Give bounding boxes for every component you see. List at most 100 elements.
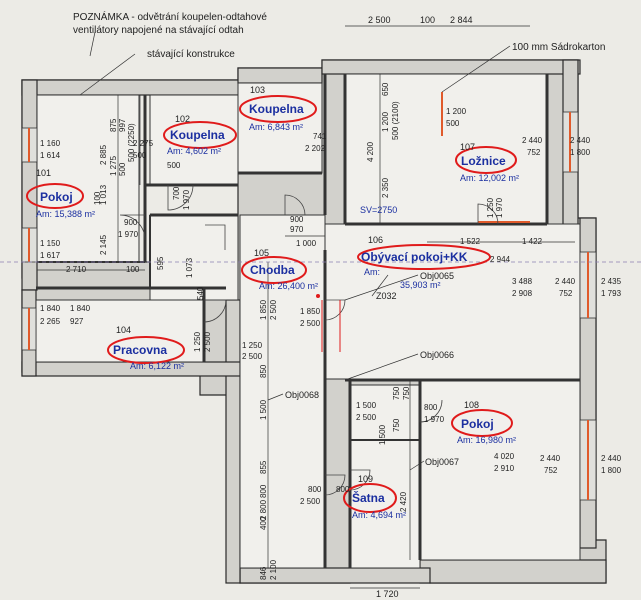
dim-v850: 850 [259,364,268,378]
dim-w500: 500 [446,119,460,128]
room-109-area: Am: 4,694 m² [352,510,406,520]
rooms [35,73,581,569]
room-103-name: Koupelna [249,102,304,116]
red-marker-lines [321,300,341,352]
room-104-area: Am: 6,122 m² [130,361,184,371]
dim-existing-leader [79,53,136,96]
dim-d800b: 800 [308,485,322,494]
closet-109-upper [349,384,421,441]
room-105-name: Chodba [250,263,295,277]
dim-v1500b: 1 500 [378,424,387,445]
plasterboard-label: 100 mm Sádrokarton [512,42,605,53]
dim-v500-door: 500 [167,161,181,170]
left-corridor-wall [225,299,241,584]
dim-v2145: 2 145 [99,234,108,255]
obj0067-label: Obj0067 [425,457,459,467]
dim-v2500b: 2 500 [269,299,278,320]
oval-109 [343,483,397,513]
dim-w1617: 1 617 [40,251,61,260]
room-108-number: 108 [464,400,479,410]
room-105-floor [239,214,326,569]
dim-v2500d: 2 500 [242,352,263,361]
room-108-name: Pokoj [461,417,494,431]
dim-v650: 650 [381,82,390,96]
dim-w1840b: 1 840 [70,304,91,313]
dim-top-2844: 2 844 [450,15,473,25]
dim-d2908: 2 908 [512,289,533,298]
dim-w1800b: 1 800 [601,466,622,475]
dim-v4200: 4 200 [366,141,375,162]
dim-w1800a: 1 800 [570,148,591,157]
dim-w1160: 1 160 [40,139,61,148]
room-107-area: Am: 12,002 m² [460,173,519,183]
room-104-number: 104 [116,325,131,335]
dim-h100: 100 [126,265,140,274]
room-109-name: Šatna [352,490,385,505]
dim-v500d: 500 (2100) [391,101,400,140]
dim-w2435: 2 435 [601,277,622,286]
dim-d1970c: 1 970 [424,415,445,424]
bottom-wall-right [419,559,607,584]
dim-d2910: 2 910 [494,464,515,473]
room-108-area: Am: 16,980 m² [457,435,516,445]
dim-w2440b: 2 440 [601,454,622,463]
dim-v500b: 500 (2250) [127,123,136,162]
room-106-name: Obývací pokoj+KK [361,250,468,264]
room-106-number: 106 [368,235,383,245]
door-109 [324,474,346,496]
dim-v1200v: 1 200 [381,111,390,132]
dim-v2350: 2 350 [381,177,390,198]
dim-w741: 741 [313,132,327,141]
dim-v750b: 750 [402,386,411,400]
room-106-area-label: Am: [364,267,380,277]
z032-label: Z032 [376,291,397,301]
dim-w1200: 1 200 [446,107,467,116]
dim-d800c: 800 [336,485,350,494]
dim-d970: 970 [290,225,304,234]
dim-d2500: 2 500 [300,497,321,506]
obj0065-leader [344,274,419,301]
oval-104 [107,336,185,364]
obj0066-leader [344,353,419,381]
door-wc [205,224,226,250]
dim-v1970a: 1 970 [118,230,139,239]
obj0065-label: Obj0065 [420,271,454,281]
sv-label: SV=2750 [360,205,397,215]
room-101-name: Pokoj [40,190,73,204]
dim-v540: 540 [196,286,205,300]
dim-w2265: 2 265 [40,317,61,326]
dim-v100: 100 [93,191,102,205]
dim-w2202: 2 202 [305,144,326,153]
dim-w1840a: 1 840 [40,304,61,313]
dim-h2944: 2 944 [490,255,511,264]
door-104 [203,299,227,323]
top-middle-wall [237,67,323,84]
door-108 [419,399,443,423]
room-102-number: 102 [175,114,190,124]
room-101-floor [36,94,140,263]
room-105-area: Am: 26,400 m² [259,281,318,291]
dimension-lines [0,25,641,589]
door-109b [349,469,371,491]
dim-v1250b: 1 250 [193,331,202,352]
dim-v900: 900 [124,218,138,227]
dim-v997: 997 [118,118,127,132]
doors [119,184,499,496]
dim-v2275: 2 275 [133,139,154,148]
dim-h1000: 1 000 [296,239,317,248]
dim-h1522: 1 522 [460,237,481,246]
oval-102 [163,121,237,149]
dim-w927: 927 [70,317,84,326]
dim-v875: 875 [109,118,118,132]
door-102 [167,184,194,211]
room-107-number: 107 [460,142,475,152]
note-line2: ventilátory napojené na stávající odtah [73,25,244,36]
dim-top-100: 100 [420,15,435,25]
dim-d2420: 2 420 [399,491,408,512]
dim-v595: 595 [156,256,165,270]
dim-bottom-1720: 1 720 [376,589,399,599]
door-103 [284,194,306,216]
dim-v1275: 1 275 [109,155,118,176]
door-101 [119,214,146,241]
